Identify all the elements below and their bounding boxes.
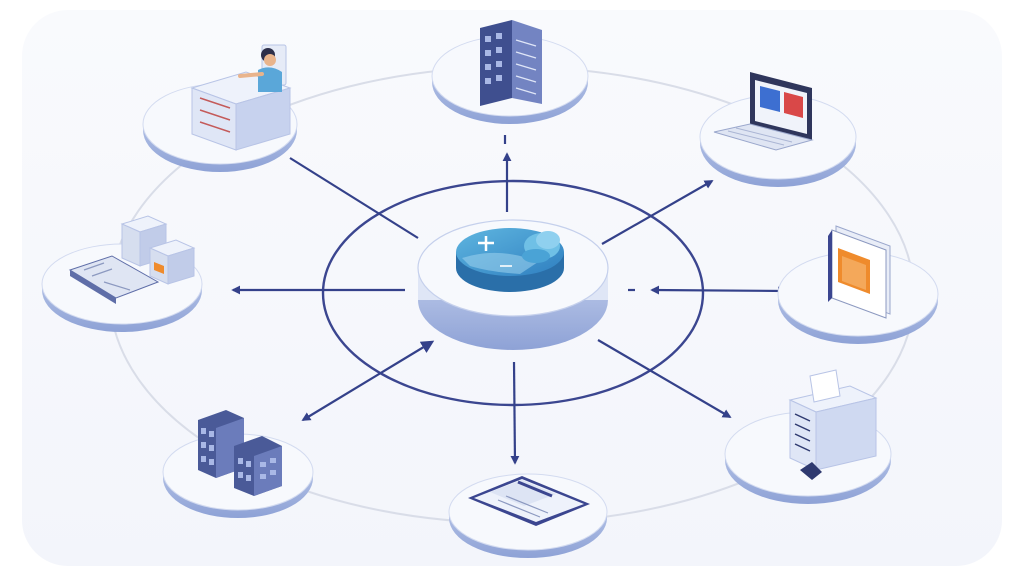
node-laptop <box>699 72 857 187</box>
connection-arrows <box>231 135 787 465</box>
document-book-icon <box>828 225 891 319</box>
arrow-to-printer <box>597 339 732 418</box>
storage-boxes-icon <box>68 215 196 304</box>
arrow-to-tablet <box>510 361 520 465</box>
laptop-icon <box>713 72 814 151</box>
node-printer <box>724 369 892 504</box>
arrow-to-laptop <box>601 180 714 245</box>
node-city-buildings <box>162 410 314 518</box>
city-buildings-icon <box>198 410 282 496</box>
central-database-icon <box>456 228 564 292</box>
office-building-icon <box>480 20 542 106</box>
arrow-to-city-buildings <box>301 340 435 421</box>
tablet-document-icon <box>468 476 590 526</box>
node-office-worker <box>142 44 298 172</box>
node-office-building <box>431 20 589 124</box>
central-hub <box>417 219 609 350</box>
node-tablet <box>448 473 608 558</box>
node-storage-boxes <box>41 215 203 332</box>
printer-icon <box>788 369 878 480</box>
person-at-desk-icon <box>190 44 292 151</box>
arrow-to-document-book <box>650 285 787 296</box>
node-document-book <box>777 225 939 344</box>
line-to-office-worker <box>289 157 419 239</box>
